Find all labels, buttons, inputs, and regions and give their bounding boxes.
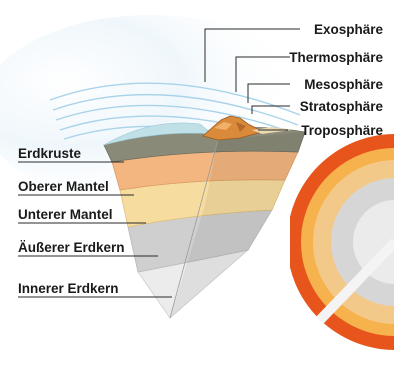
label-stratosphere: Stratosphäre — [300, 99, 384, 114]
label-inner-core: Innerer Erdkern — [18, 281, 119, 296]
label-upper-mantle: Oberer Mantel — [18, 179, 109, 194]
label-lower-mantle: Unterer Mantel — [18, 207, 113, 222]
label-mesosphere: Mesosphäre — [304, 77, 383, 92]
label-crust: Erdkruste — [18, 146, 82, 161]
earth-sphere — [287, 134, 394, 350]
label-exosphere: Exosphäre — [314, 22, 384, 37]
label-outer-core: Äußerer Erdkern — [18, 240, 125, 255]
label-troposphere: Troposphäre — [301, 123, 383, 138]
label-thermosphere: Thermosphäre — [289, 50, 383, 65]
